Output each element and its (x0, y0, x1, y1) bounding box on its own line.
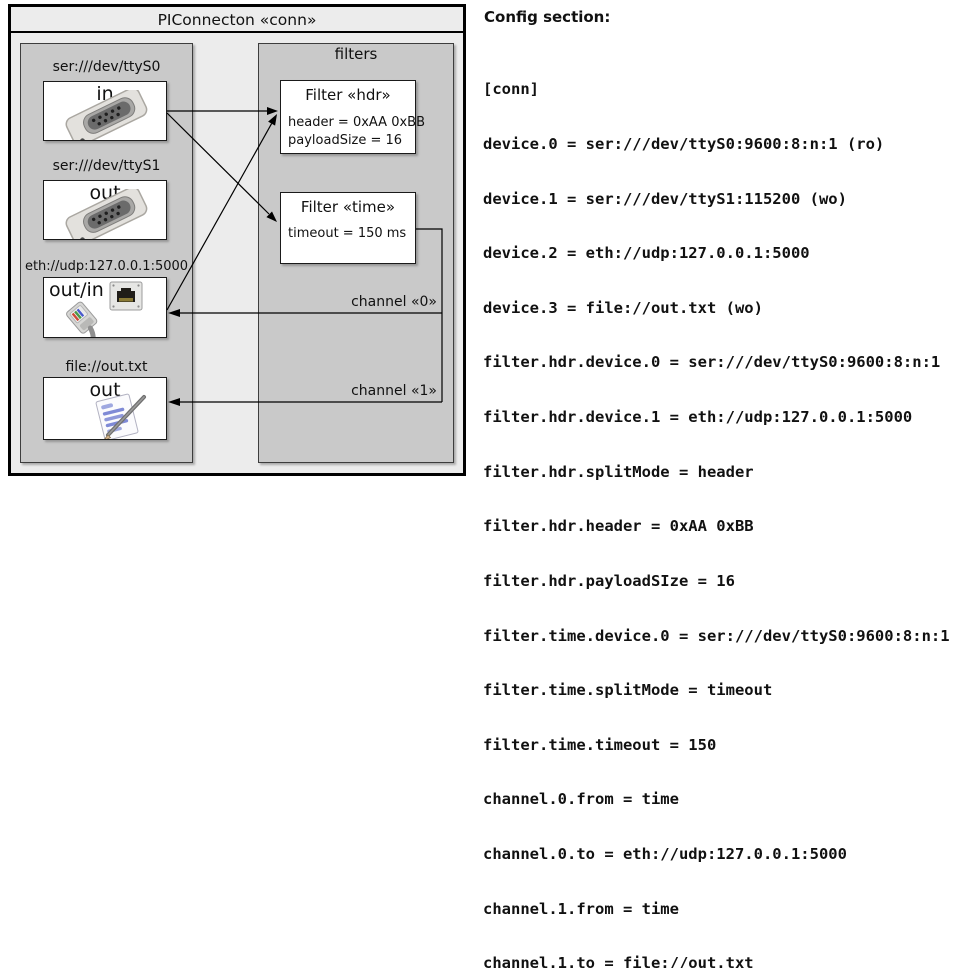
filter-hdr-property: header = 0xAA 0xBB (288, 115, 426, 130)
config-line: channel.0.to = eth://udp:127.0.0.1:5000 (483, 844, 847, 863)
device-direction-label: out (89, 379, 121, 401)
config-section: [conn] device.0 = ser:///dev/ttyS0:9600:… (483, 44, 950, 968)
device-file-label: file://out.txt (65, 359, 148, 375)
config-line: [conn] (483, 80, 539, 99)
filter-time-title: Filter «time» (300, 198, 396, 216)
config-line: filter.hdr.payloadSIze = 16 (483, 571, 735, 590)
diagram-title: PIConnecton «conn» (11, 7, 463, 33)
device-ttys0-box: in (43, 81, 167, 141)
config-line: device.0 = ser:///dev/ttyS0:9600:8:n:1 (… (483, 135, 885, 154)
device-eth-box: out/in (43, 277, 167, 338)
filters-panel-title: filters (334, 45, 378, 63)
config-line: filter.time.device.0 = ser:///dev/ttyS0:… (483, 626, 950, 645)
device-ttys1-box: out (43, 180, 167, 240)
filter-hdr-box: Filter «hdr» header = 0xAA 0xBB payloadS… (280, 80, 425, 154)
config-line: filter.time.timeout = 150 (483, 735, 717, 754)
config-line: device.1 = ser:///dev/ttyS1:115200 (wo) (483, 189, 847, 208)
device-eth-label: eth://udp:127.0.0.1:5000 (24, 259, 189, 274)
config-line: filter.hdr.header = 0xAA 0xBB (483, 517, 754, 536)
device-ttys1-label: ser:///dev/ttyS1 (52, 158, 161, 174)
notepad-pencil-icon (95, 393, 146, 439)
filter-time-box: Filter «time» timeout = 150 ms (280, 192, 416, 264)
config-line: channel.0.from = time (483, 790, 679, 809)
config-line: filter.hdr.splitMode = header (483, 462, 754, 481)
config-line: filter.hdr.device.0 = ser:///dev/ttyS0:9… (483, 353, 941, 372)
config-line: device.3 = file://out.txt (wo) (483, 298, 763, 317)
serial-db9-connector-icon (65, 90, 148, 140)
config-line: device.2 = eth://udp:127.0.0.1:5000 (483, 244, 810, 263)
ethernet-rj45-icon (66, 281, 143, 337)
device-ttys0-label: ser:///dev/ttyS0 (52, 59, 161, 75)
filter-time-property: timeout = 150 ms (288, 226, 407, 241)
config-heading: Config section: (484, 8, 611, 26)
device-direction-label: out/in (49, 279, 104, 301)
config-line: channel.1.to = file://out.txt (483, 954, 754, 968)
serial-db9-connector-icon (65, 189, 148, 239)
config-line: channel.1.from = time (483, 899, 679, 918)
config-line: filter.time.splitMode = timeout (483, 681, 773, 700)
device-file-box: out (43, 377, 167, 440)
filter-hdr-title: Filter «hdr» (305, 86, 391, 104)
page: { "diagram": { "title": "PIConnecton «co… (8, 4, 950, 968)
config-line: filter.hdr.device.1 = eth://udp:127.0.0.… (483, 408, 913, 427)
filter-hdr-property: payloadSize = 16 (288, 133, 403, 148)
channel-1-label: channel «1» (351, 383, 437, 399)
channel-0-label: channel «0» (351, 294, 437, 310)
